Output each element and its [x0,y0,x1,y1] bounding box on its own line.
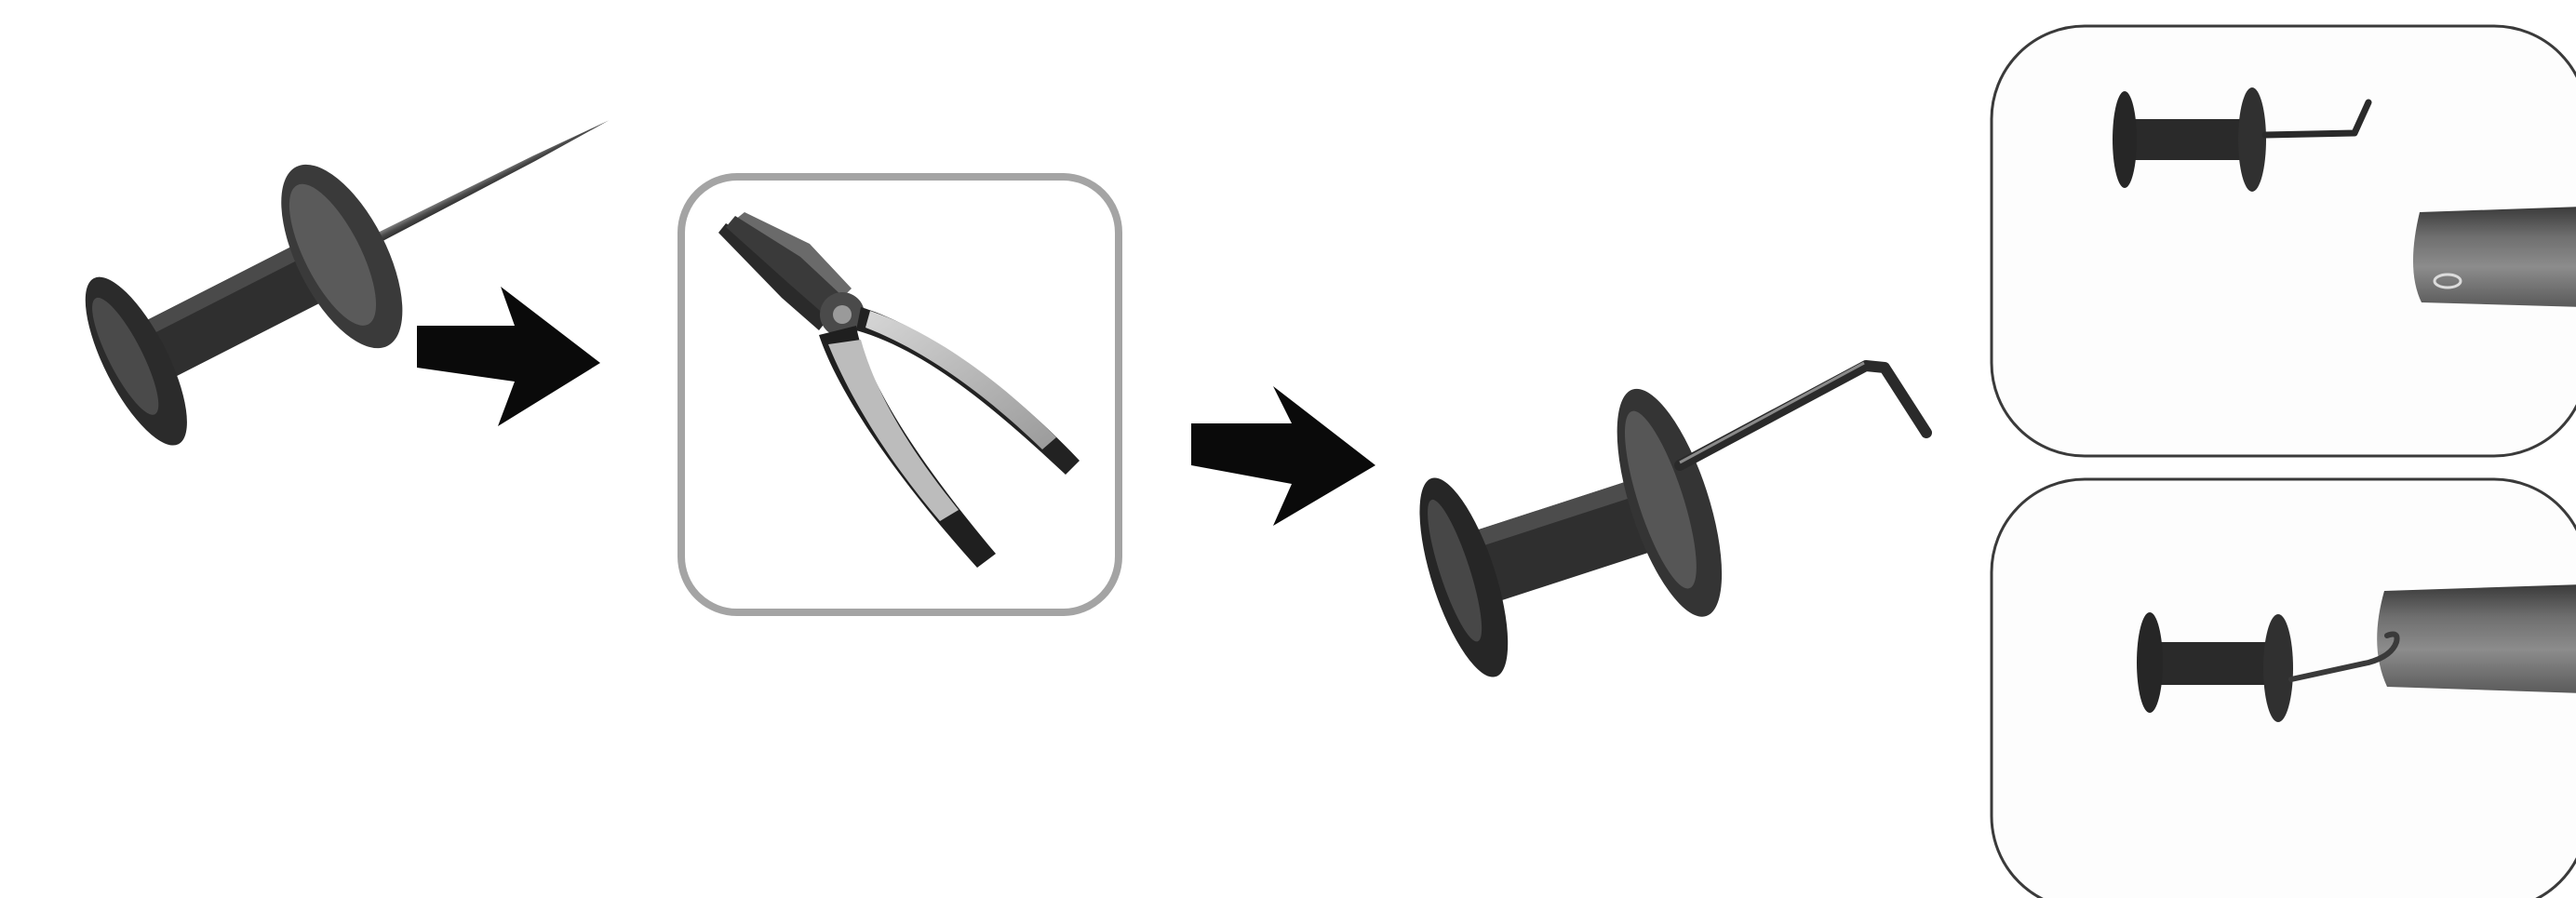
hooked-push-pin-icon [1394,363,1926,693]
wooden-bar-icon [2413,207,2576,307]
pliers-panel [681,177,1119,612]
push-pin-icon [62,31,654,465]
wooden-bar-icon [2377,584,2576,693]
hook-attached-panel [1992,479,2576,898]
arrow-right-icon [1191,386,1375,526]
hook-approach-panel [1992,26,2576,456]
arrow-right-icon [417,287,600,426]
